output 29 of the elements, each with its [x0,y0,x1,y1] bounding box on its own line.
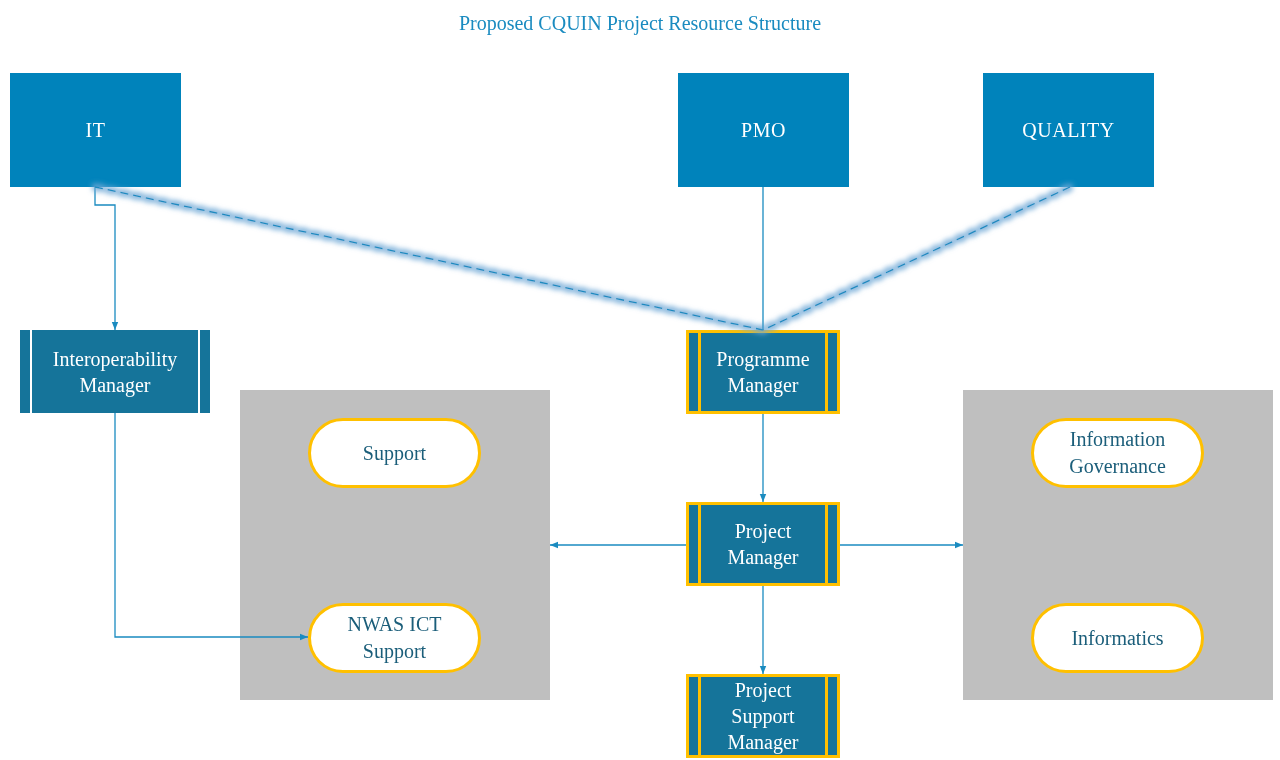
role-box [686,330,840,414]
group-panel [240,390,550,700]
node-label: PMO [741,117,786,143]
diagram-title: Proposed CQUIN Project Resource Structure [457,11,823,37]
node-label: Interoperability Manager [51,346,179,398]
node-label: Project Support Manager [726,678,800,755]
arrow [839,541,964,549]
role-box [686,674,840,758]
arrow [94,186,119,331]
arrow [759,585,767,675]
node-label: IT [85,117,106,143]
node-label: Project Manager [726,519,800,570]
arrow [759,413,767,503]
dashed-connector [94,186,764,331]
dashed-connector [762,186,1071,331]
department-box [983,73,1154,187]
arrow [114,412,309,641]
role-box [20,330,210,413]
node-label: Information Governance [1068,427,1167,479]
group-panel [963,390,1273,700]
node-label: NWAS ICT Support [346,612,443,665]
arrow [549,541,687,549]
node-label: Informatics [1071,625,1164,651]
node-label: Programme Manager [715,347,811,398]
department-box [678,73,849,187]
node-label: Support [362,440,427,467]
role-box [686,502,840,586]
node-label: QUALITY [1022,117,1115,143]
department-box [10,73,181,187]
